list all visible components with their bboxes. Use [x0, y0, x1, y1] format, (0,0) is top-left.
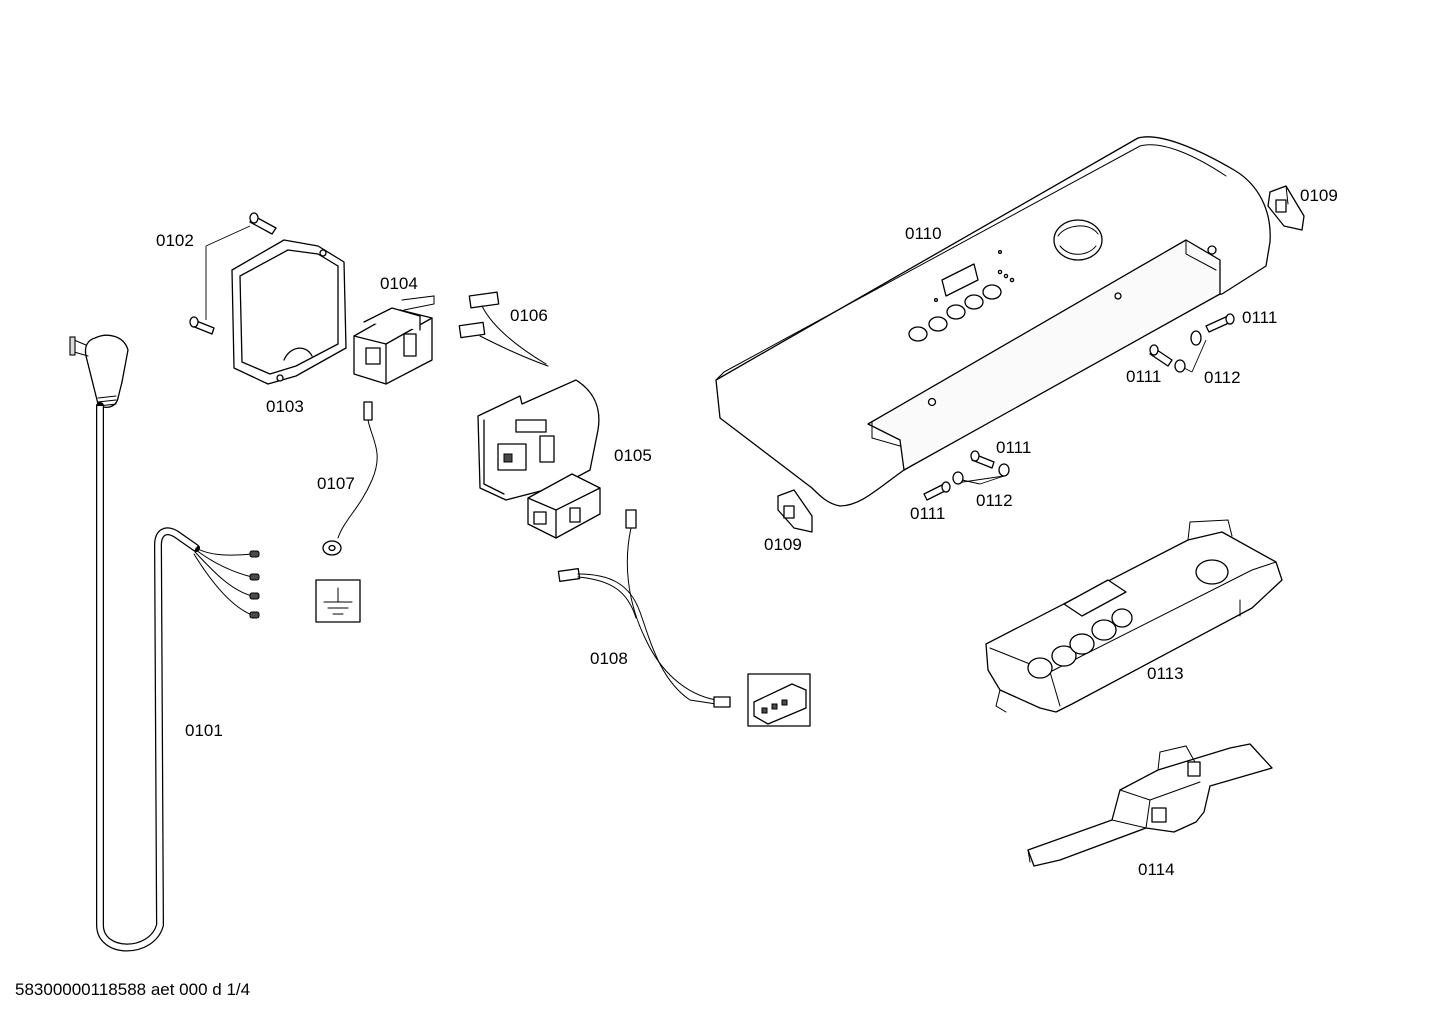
- label-0114: 0114: [1138, 860, 1175, 879]
- label-0110: 0110: [905, 224, 942, 243]
- part-labels: 0101 0102 0103 0104 0105 0106 0107 0108 …: [156, 186, 1338, 879]
- part-0104-switch-block[interactable]: [353, 295, 435, 385]
- part-0108-cable-harness[interactable]: [557, 509, 811, 727]
- part-0102-screws[interactable]: [189, 212, 277, 335]
- label-0102: 0102: [156, 231, 194, 250]
- part-0112-washers-lower[interactable]: [952, 463, 1010, 485]
- label-0107: 0107: [317, 474, 355, 493]
- part-0111-screw-lower-left[interactable]: [923, 481, 951, 501]
- part-0103-cover-box[interactable]: [231, 239, 347, 385]
- label-0111-lower-left: 0111: [910, 504, 945, 523]
- label-0109-left: 0109: [764, 535, 802, 554]
- part-0111-screw-lower-upper[interactable]: [970, 450, 995, 469]
- label-0105: 0105: [614, 446, 652, 465]
- label-0108: 0108: [590, 649, 628, 668]
- label-0111-upper-right: 0111: [1242, 308, 1277, 327]
- label-0106: 0106: [510, 306, 548, 325]
- part-0109-clip-right[interactable]: [1267, 185, 1305, 231]
- label-0109-right: 0109: [1300, 186, 1338, 205]
- label-0104: 0104: [380, 274, 418, 293]
- part-0112-washers-right[interactable]: [1174, 330, 1202, 373]
- part-0111-screw-mid-right[interactable]: [1149, 344, 1173, 367]
- label-0103: 0103: [266, 397, 304, 416]
- label-0112-right: 0112: [1204, 368, 1241, 387]
- part-0114-support-bracket[interactable]: [1027, 743, 1273, 867]
- leader-lines: [205, 225, 1207, 485]
- label-0111-mid-right: 0111: [1126, 367, 1161, 386]
- label-0112-lower: 0112: [976, 491, 1013, 510]
- part-0110-control-panel[interactable]: [715, 136, 1271, 507]
- document-id: 58300000118588 aet 000 d 1/4: [15, 980, 251, 999]
- label-0101: 0101: [185, 721, 223, 740]
- part-0107-earth-wire[interactable]: [322, 401, 378, 556]
- part-0101-power-cord[interactable]: [69, 334, 260, 952]
- part-0106-connector-set[interactable]: [458, 291, 549, 367]
- earth-symbol-icon: [315, 579, 361, 623]
- part-0113-electronic-module[interactable]: [985, 519, 1283, 713]
- part-0111-screw-upper-right[interactable]: [1205, 313, 1235, 333]
- part-0109-clip-left[interactable]: [777, 489, 813, 533]
- part-0105-mounting-bracket-relay[interactable]: [477, 379, 601, 539]
- label-0111-lower-upper: 0111: [996, 438, 1031, 457]
- label-0113: 0113: [1147, 664, 1184, 683]
